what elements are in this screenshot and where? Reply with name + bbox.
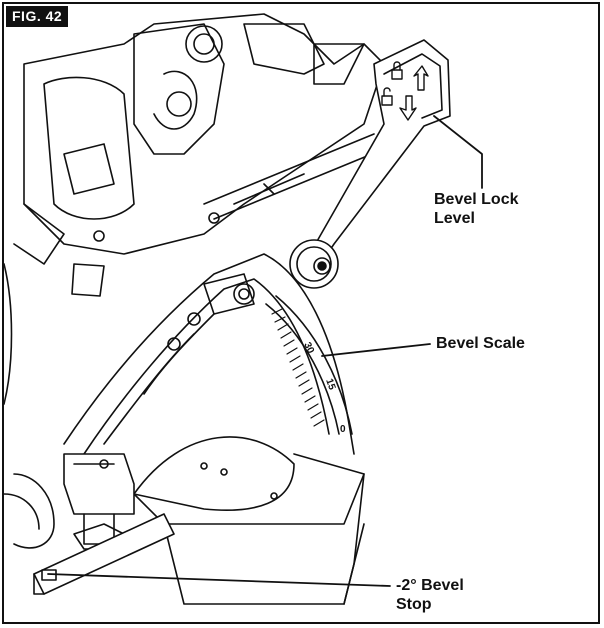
bevel-arm bbox=[63, 253, 355, 455]
callout-bevel-stop: -2° Bevel Stop bbox=[396, 576, 464, 614]
miter-saw-drawing: 30 15 0 bbox=[4, 13, 483, 605]
bevel-lock-lever bbox=[289, 39, 451, 289]
callout-bevel-lock-level: Bevel Lock Level bbox=[434, 190, 518, 228]
lock-closed-icon bbox=[391, 61, 403, 80]
lock-open-icon bbox=[381, 87, 393, 106]
bevel-scale-ticks bbox=[265, 295, 353, 435]
callout-bevel-lock-line1: Bevel Lock bbox=[434, 191, 519, 208]
saw-housing bbox=[4, 13, 385, 405]
figure-tag: FIG. 42 bbox=[6, 6, 69, 27]
callout-bevel-stop-line1: -2° Bevel bbox=[396, 577, 464, 594]
scale-mark-15: 15 bbox=[323, 377, 337, 392]
leader-bevel-stop bbox=[47, 573, 391, 587]
leader-bevel-lock bbox=[433, 115, 483, 189]
scale-mark-30: 30 bbox=[301, 341, 316, 356]
saw-base bbox=[133, 436, 365, 605]
callout-bevel-scale: Bevel Scale bbox=[436, 335, 525, 352]
leader-bevel-scale bbox=[321, 343, 431, 357]
callout-bevel-stop-line2: Stop bbox=[396, 596, 432, 613]
callout-bevel-lock-line2: Level bbox=[434, 210, 475, 227]
arrow-up-icon bbox=[413, 65, 429, 91]
arrow-down-icon bbox=[399, 95, 417, 121]
scale-mark-0: 0 bbox=[340, 424, 346, 435]
leader-lines bbox=[47, 115, 483, 587]
